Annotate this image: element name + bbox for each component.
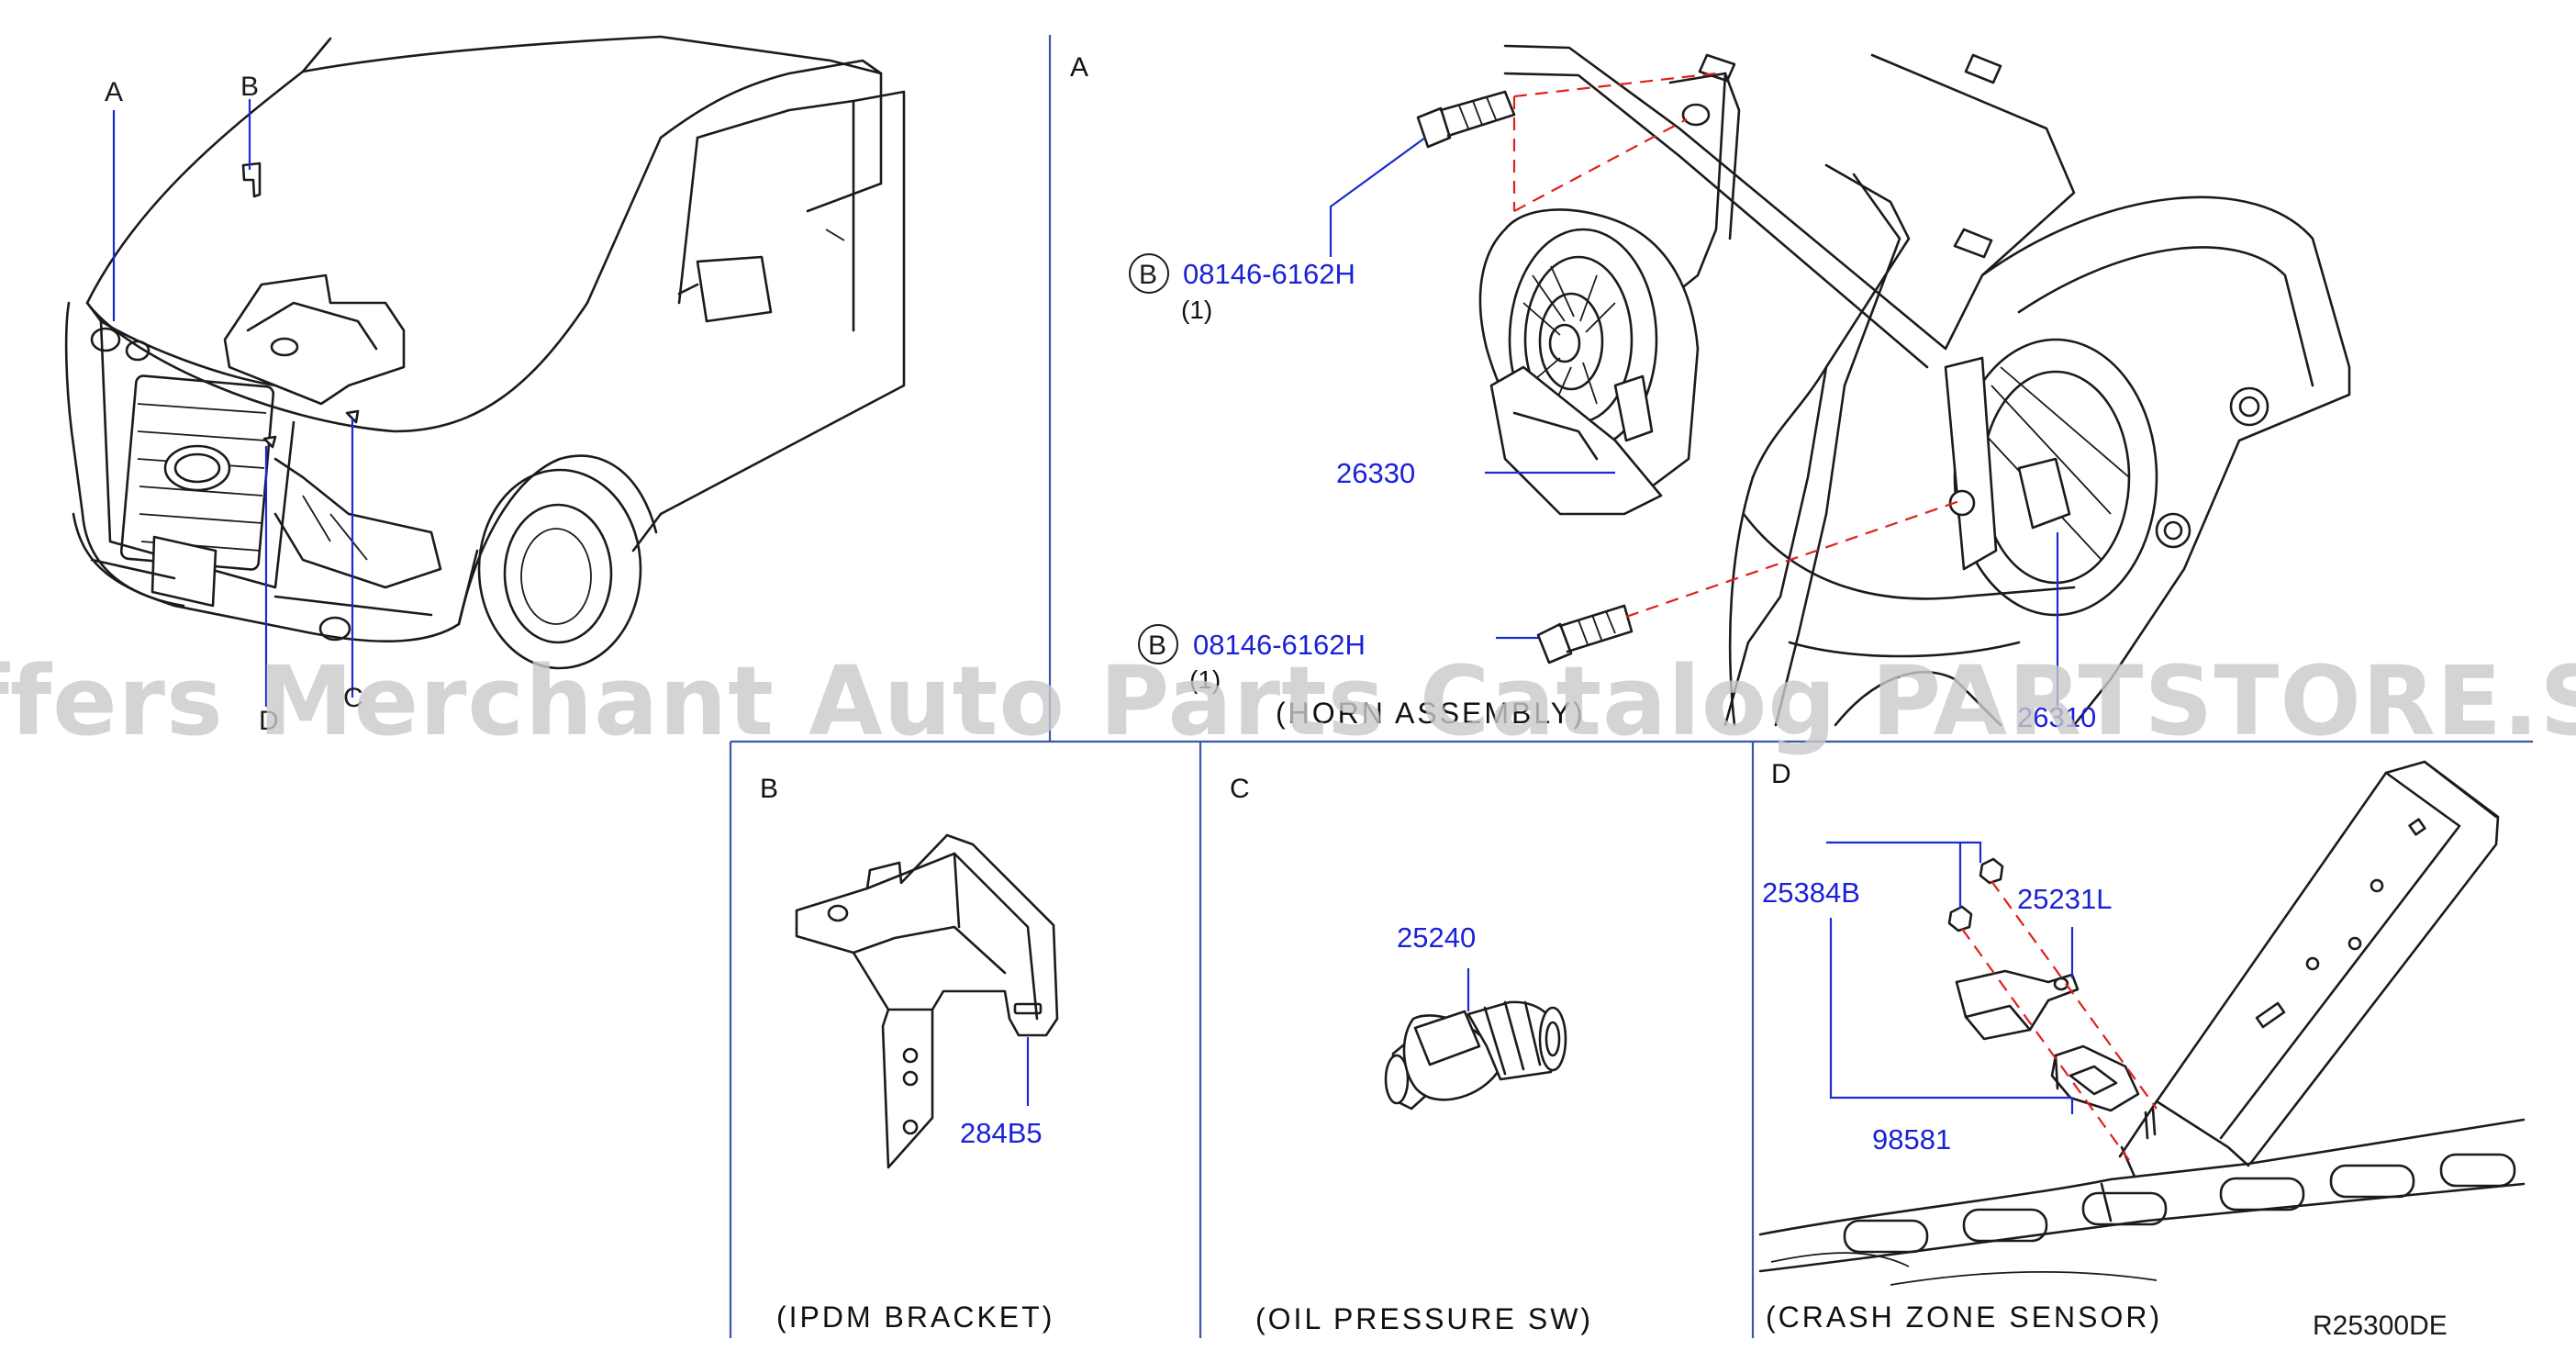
callout-c: C bbox=[343, 683, 363, 713]
part-26310[interactable]: 26310 bbox=[2017, 701, 2096, 733]
section-d-caption: (CRASH ZONE SENSOR) bbox=[1766, 1301, 2162, 1334]
section-d-letter: D bbox=[1771, 759, 1791, 789]
bolt-bottom-part-number[interactable]: 08146-6162H bbox=[1193, 629, 1366, 661]
part-25240[interactable]: 25240 bbox=[1397, 921, 1476, 954]
diagram-code: R25300DE bbox=[2313, 1311, 2448, 1341]
vehicle-overview bbox=[64, 35, 906, 670]
overview-callout-lines bbox=[112, 99, 354, 707]
bolt-bottom-label: B 08146-6162H (1) bbox=[1138, 624, 1366, 694]
ipdm-bracket bbox=[795, 833, 1059, 1169]
bolt-bottom-prefix: B bbox=[1148, 631, 1166, 661]
bolt-bottom-quantity: (1) bbox=[1189, 665, 1221, 694]
section-a-letter: A bbox=[1070, 52, 1088, 83]
part-26330[interactable]: 26330 bbox=[1336, 457, 1415, 489]
callout-b: B bbox=[240, 72, 259, 102]
crash-sensor-lines bbox=[1826, 841, 2158, 1161]
horn-assembly-lines bbox=[1329, 72, 2059, 707]
section-c-letter: C bbox=[1230, 774, 1250, 804]
callout-d: D bbox=[259, 706, 279, 736]
horn-26330 bbox=[1478, 208, 1700, 516]
part-284B5[interactable]: 284B5 bbox=[960, 1117, 1043, 1149]
watermark: Offers Merchant Auto Parts Catalog PARTS… bbox=[0, 645, 2576, 757]
part-25384B[interactable]: 25384B bbox=[1762, 876, 1860, 909]
bolt-top-label: B 08146-6162H (1) bbox=[1129, 253, 1355, 324]
horn-mounting-frame bbox=[1503, 44, 2351, 727]
section-c-caption: (OIL PRESSURE SW) bbox=[1255, 1302, 1593, 1335]
panel-borders bbox=[729, 35, 2533, 1338]
bolt-top bbox=[1416, 90, 1516, 149]
part-98581[interactable]: 98581 bbox=[1872, 1123, 1951, 1155]
section-b-caption: (IPDM BRACKET) bbox=[776, 1301, 1054, 1334]
part-25231L[interactable]: 25231L bbox=[2017, 883, 2112, 915]
section-a-caption: (HORN ASSEMBLY) bbox=[1276, 697, 1586, 730]
frame-rail bbox=[1758, 760, 2526, 1286]
bolt-top-prefix: B bbox=[1139, 260, 1157, 290]
bolt-top-part-number[interactable]: 08146-6162H bbox=[1183, 258, 1355, 290]
oil-pressure-switch bbox=[1384, 1000, 1567, 1111]
bolt-top-quantity: (1) bbox=[1181, 296, 1212, 324]
section-b-letter: B bbox=[760, 774, 778, 804]
callout-a: A bbox=[105, 77, 123, 107]
bolt-bottom bbox=[1536, 604, 1634, 664]
